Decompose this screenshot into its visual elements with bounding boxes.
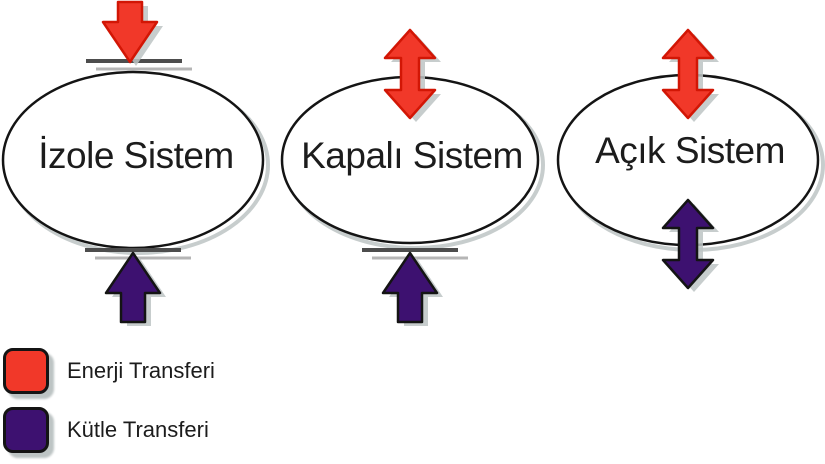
mass-arrow-up-icon xyxy=(381,251,439,324)
energy-barrier-icon xyxy=(84,59,194,71)
system-label-kapali: Kapalı Sistem xyxy=(301,135,523,176)
legend-label-mass: Kütle Transferi xyxy=(67,417,209,442)
energy-arrow-down-icon xyxy=(101,0,159,64)
system-label-acik: Açık Sistem xyxy=(595,130,785,171)
mass-swatch-icon xyxy=(3,407,49,453)
mass-arrow-up-icon xyxy=(104,251,162,324)
energy-swatch-icon xyxy=(3,348,49,394)
legend-row-energy: Enerji Transferi xyxy=(3,348,215,394)
system-label-izole: İzole Sistem xyxy=(38,135,234,176)
legend-label-energy: Enerji Transferi xyxy=(67,358,215,383)
legend-row-mass: Kütle Transferi xyxy=(3,407,215,453)
legend: Enerji Transferi Kütle Transferi xyxy=(3,348,215,464)
mass-barrier-icon xyxy=(360,248,470,260)
